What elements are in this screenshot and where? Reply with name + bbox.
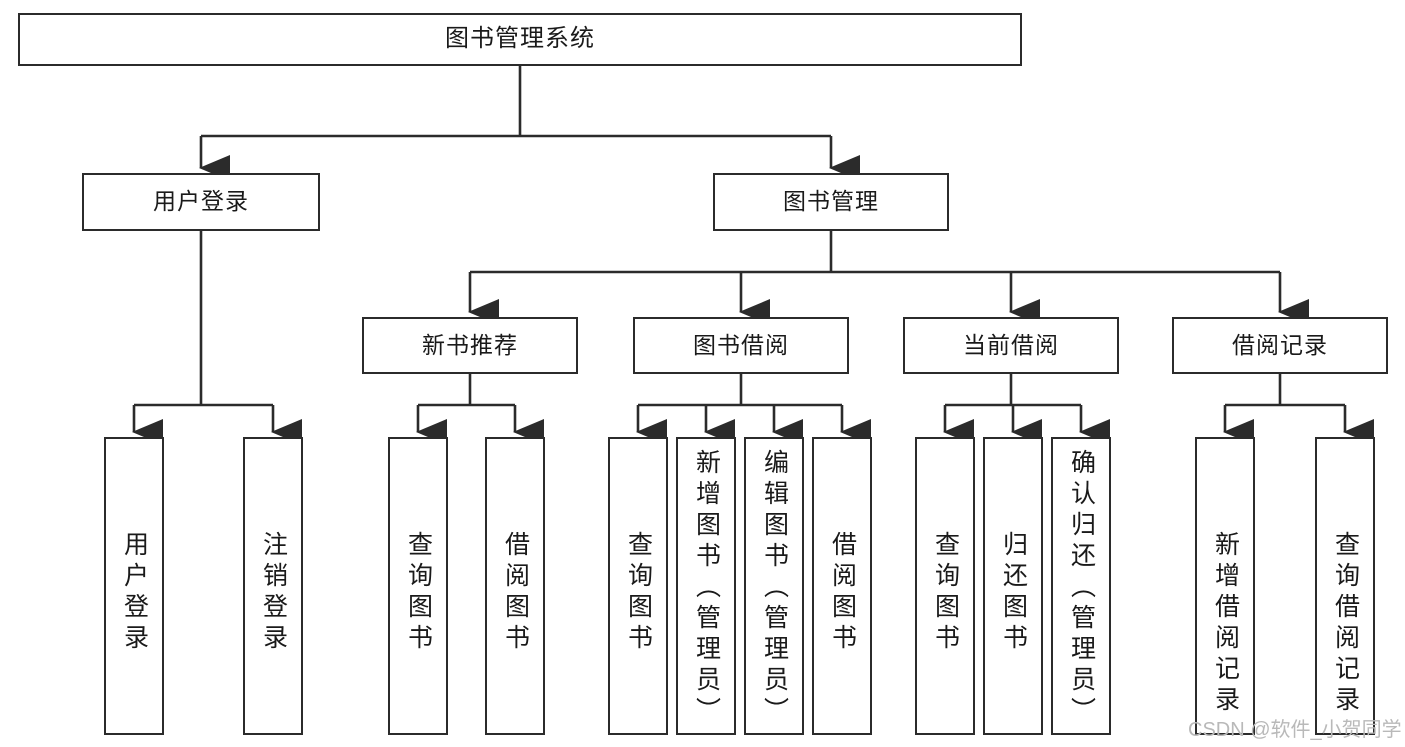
node-label: 注销登录: [259, 531, 288, 655]
node-label: 用户登录: [153, 188, 249, 215]
node-label: 新书推荐: [422, 331, 518, 358]
node-label: 新增图书（管理员）: [692, 449, 721, 728]
node-leaf-confirm-return-admin[interactable]: 确认归还（管理员）: [1051, 437, 1111, 735]
node-leaf-borrow-book-1[interactable]: 借阅图书: [485, 437, 545, 735]
node-leaf-query-book-3[interactable]: 查询图书: [915, 437, 975, 735]
node-label: 编辑图书（管理员）: [760, 449, 789, 728]
node-label: 图书管理: [783, 188, 879, 215]
node-leaf-edit-book-admin[interactable]: 编辑图书（管理员）: [744, 437, 804, 735]
node-leaf-query-borrow-record[interactable]: 查询借阅记录: [1315, 437, 1375, 735]
watermark-text: CSDN @软件_小贺同学: [1188, 719, 1402, 741]
node-leaf-borrow-book-2[interactable]: 借阅图书: [812, 437, 872, 735]
node-label: 确认归还（管理员）: [1067, 449, 1096, 728]
node-leaf-add-book-admin[interactable]: 新增图书（管理员）: [676, 437, 736, 735]
node-label: 当前借阅: [963, 331, 1059, 358]
node-book-management[interactable]: 图书管理: [713, 173, 949, 231]
node-label: 新增借阅记录: [1211, 531, 1240, 717]
node-label: 图书借阅: [693, 331, 789, 358]
node-label: 查询图书: [404, 531, 433, 655]
node-leaf-query-book-1[interactable]: 查询图书: [388, 437, 448, 735]
node-label: 查询借阅记录: [1331, 531, 1360, 717]
node-label: 查询图书: [624, 531, 653, 655]
node-borrow-record[interactable]: 借阅记录: [1172, 317, 1388, 374]
node-leaf-add-borrow-record[interactable]: 新增借阅记录: [1195, 437, 1255, 735]
node-label: 借阅图书: [501, 531, 530, 655]
node-new-book-recommend[interactable]: 新书推荐: [362, 317, 578, 374]
node-current-borrow[interactable]: 当前借阅: [903, 317, 1119, 374]
node-book-borrow[interactable]: 图书借阅: [633, 317, 849, 374]
node-leaf-query-book-2[interactable]: 查询图书: [608, 437, 668, 735]
node-label: 归还图书: [999, 531, 1028, 655]
node-label: 借阅图书: [828, 531, 857, 655]
node-user-login[interactable]: 用户登录: [82, 173, 320, 231]
node-label: 图书管理系统: [445, 25, 595, 53]
node-label: 借阅记录: [1232, 331, 1328, 358]
node-label: 查询图书: [931, 531, 960, 655]
node-leaf-user-login[interactable]: 用户登录: [104, 437, 164, 735]
node-leaf-return-book[interactable]: 归还图书: [983, 437, 1043, 735]
node-label: 用户登录: [120, 531, 149, 655]
node-leaf-logout[interactable]: 注销登录: [243, 437, 303, 735]
node-root-system[interactable]: 图书管理系统: [18, 13, 1022, 66]
